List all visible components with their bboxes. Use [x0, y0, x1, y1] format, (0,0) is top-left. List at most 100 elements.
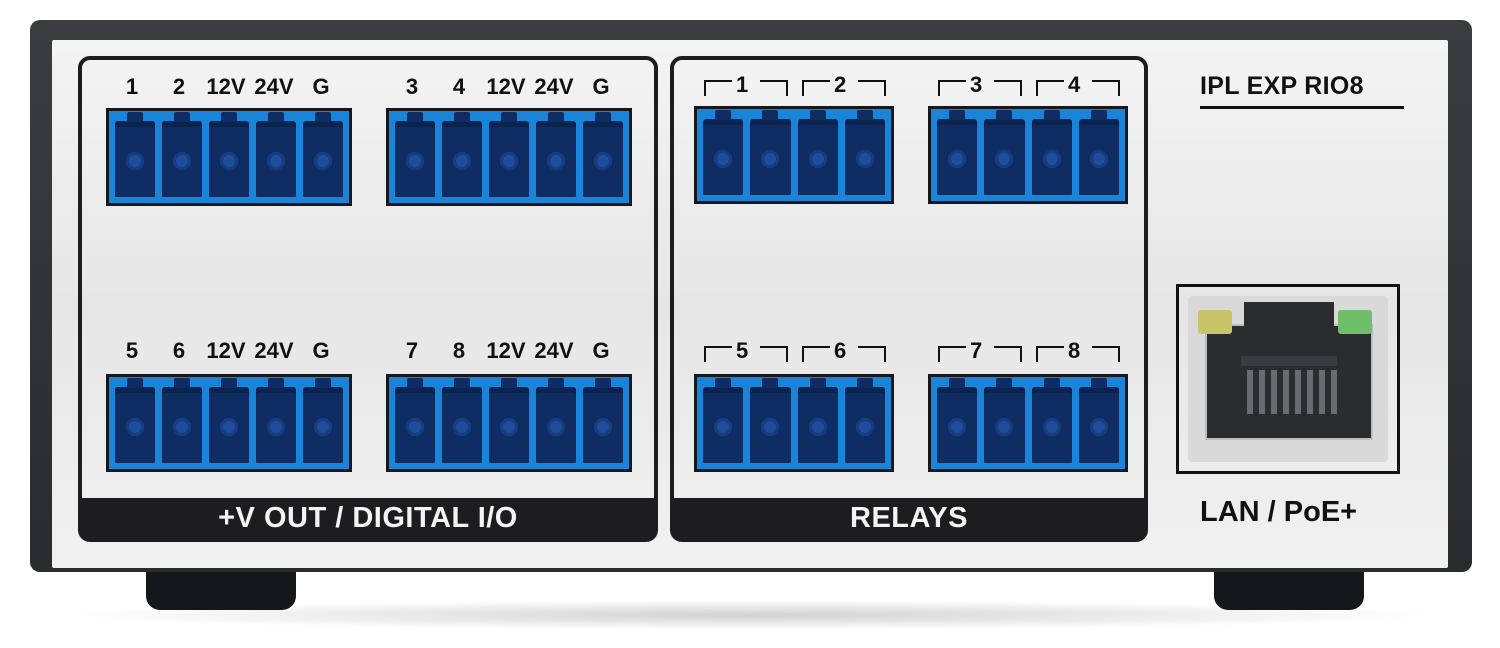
io-label: 12V [486, 338, 526, 363]
relay-bracket [802, 346, 830, 362]
lan-led-right [1338, 310, 1372, 334]
io-connector-4[interactable] [386, 374, 632, 472]
terminal-pin [583, 378, 623, 463]
io-label: 4 [452, 74, 466, 99]
io-label: G [592, 338, 610, 363]
io-label: 2 [172, 74, 186, 99]
io-group-4-labels: 7 8 12V 24V G [388, 338, 632, 364]
relay-label-3: 3 [970, 72, 983, 97]
terminal-pin [1078, 110, 1119, 195]
right-foot [1214, 572, 1364, 610]
io-label: 24V [254, 74, 294, 99]
io-label: 12V [486, 74, 526, 99]
relay-bracket [1092, 80, 1120, 96]
lan-port-contacts-icon [1241, 356, 1337, 414]
relay-label-2: 2 [834, 72, 847, 97]
relay-label-6: 6 [834, 338, 847, 363]
terminal-pin [303, 378, 343, 463]
lan-led-left [1198, 310, 1232, 334]
lan-port-latch [1244, 302, 1334, 328]
relay-connector-7-8[interactable] [928, 374, 1128, 472]
io-label: 7 [405, 338, 419, 363]
terminal-pin [209, 378, 249, 463]
io-label: 24V [254, 338, 294, 363]
io-group-2-labels: 3 4 12V 24V G [388, 74, 632, 100]
terminal-pin [395, 378, 435, 463]
terminal-pin [162, 378, 202, 463]
terminal-pin [489, 112, 529, 197]
io-connector-1[interactable] [106, 108, 352, 206]
terminal-pin [583, 112, 623, 197]
terminal-pin [1031, 378, 1072, 463]
relay-bracket [938, 346, 966, 362]
io-label: G [592, 74, 610, 99]
io-label: 5 [125, 338, 139, 363]
io-label: 24V [534, 74, 574, 99]
relay-connector-5-6[interactable] [694, 374, 894, 472]
lan-port-frame [1176, 284, 1400, 474]
io-connector-2[interactable] [386, 108, 632, 206]
relay-bracket [858, 346, 886, 362]
digital-io-footer: +V OUT / DIGITAL I/O [82, 498, 654, 538]
relay-bracket [994, 346, 1022, 362]
model-label: IPL EXP RIO8 [1200, 72, 1364, 100]
terminal-pin [797, 110, 838, 195]
terminal-pin [797, 378, 838, 463]
terminal-pin [703, 110, 744, 195]
digital-io-panel: +V OUT / DIGITAL I/O [78, 56, 658, 542]
lan-poe-label: LAN / PoE+ [1200, 496, 1358, 528]
terminal-pin [937, 110, 978, 195]
io-label: 12V [206, 74, 246, 99]
io-label: 1 [125, 74, 139, 99]
relay-bracket [858, 80, 886, 96]
terminal-pin [303, 112, 343, 197]
relays-panel: RELAYS [670, 56, 1148, 542]
relay-label-4: 4 [1068, 72, 1081, 97]
relay-bracket [802, 80, 830, 96]
relay-bracket [1036, 346, 1064, 362]
terminal-pin [750, 378, 791, 463]
io-label: 3 [405, 74, 419, 99]
relay-bracket [994, 80, 1022, 96]
relay-label-5: 5 [736, 338, 749, 363]
terminal-pin [844, 378, 885, 463]
terminal-pin [115, 378, 155, 463]
relay-bracket [760, 346, 788, 362]
terminal-pin [209, 112, 249, 197]
terminal-pin [984, 110, 1025, 195]
io-group-3-labels: 5 6 12V 24V G [108, 338, 352, 364]
relay-label-1: 1 [736, 72, 749, 97]
io-connector-3[interactable] [106, 374, 352, 472]
relay-label-8: 8 [1068, 338, 1081, 363]
relays-footer: RELAYS [674, 498, 1144, 538]
relay-bracket [704, 80, 732, 96]
relay-bracket [1092, 346, 1120, 362]
relay-label-7: 7 [970, 338, 983, 363]
terminal-pin [395, 112, 435, 197]
io-group-1-labels: 1 2 12V 24V G [108, 74, 352, 100]
terminal-pin [115, 112, 155, 197]
terminal-pin [256, 378, 296, 463]
terminal-pin [1078, 378, 1119, 463]
terminal-pin [489, 378, 529, 463]
terminal-pin [536, 112, 576, 197]
io-label: 24V [534, 338, 574, 363]
relay-bracket [760, 80, 788, 96]
io-label: 12V [206, 338, 246, 363]
relay-bracket [1036, 80, 1064, 96]
relay-bracket [704, 346, 732, 362]
terminal-pin [536, 378, 576, 463]
terminal-pin [844, 110, 885, 195]
relay-connector-3-4[interactable] [928, 106, 1128, 204]
left-foot [146, 572, 296, 610]
io-label: G [312, 338, 330, 363]
terminal-pin [162, 112, 202, 197]
io-label: G [312, 74, 330, 99]
io-label: 6 [172, 338, 186, 363]
terminal-pin [984, 378, 1025, 463]
relay-connector-1-2[interactable] [694, 106, 894, 204]
terminal-pin [750, 110, 791, 195]
terminal-pin [442, 378, 482, 463]
terminal-pin [442, 112, 482, 197]
lan-port-opening [1205, 324, 1373, 440]
